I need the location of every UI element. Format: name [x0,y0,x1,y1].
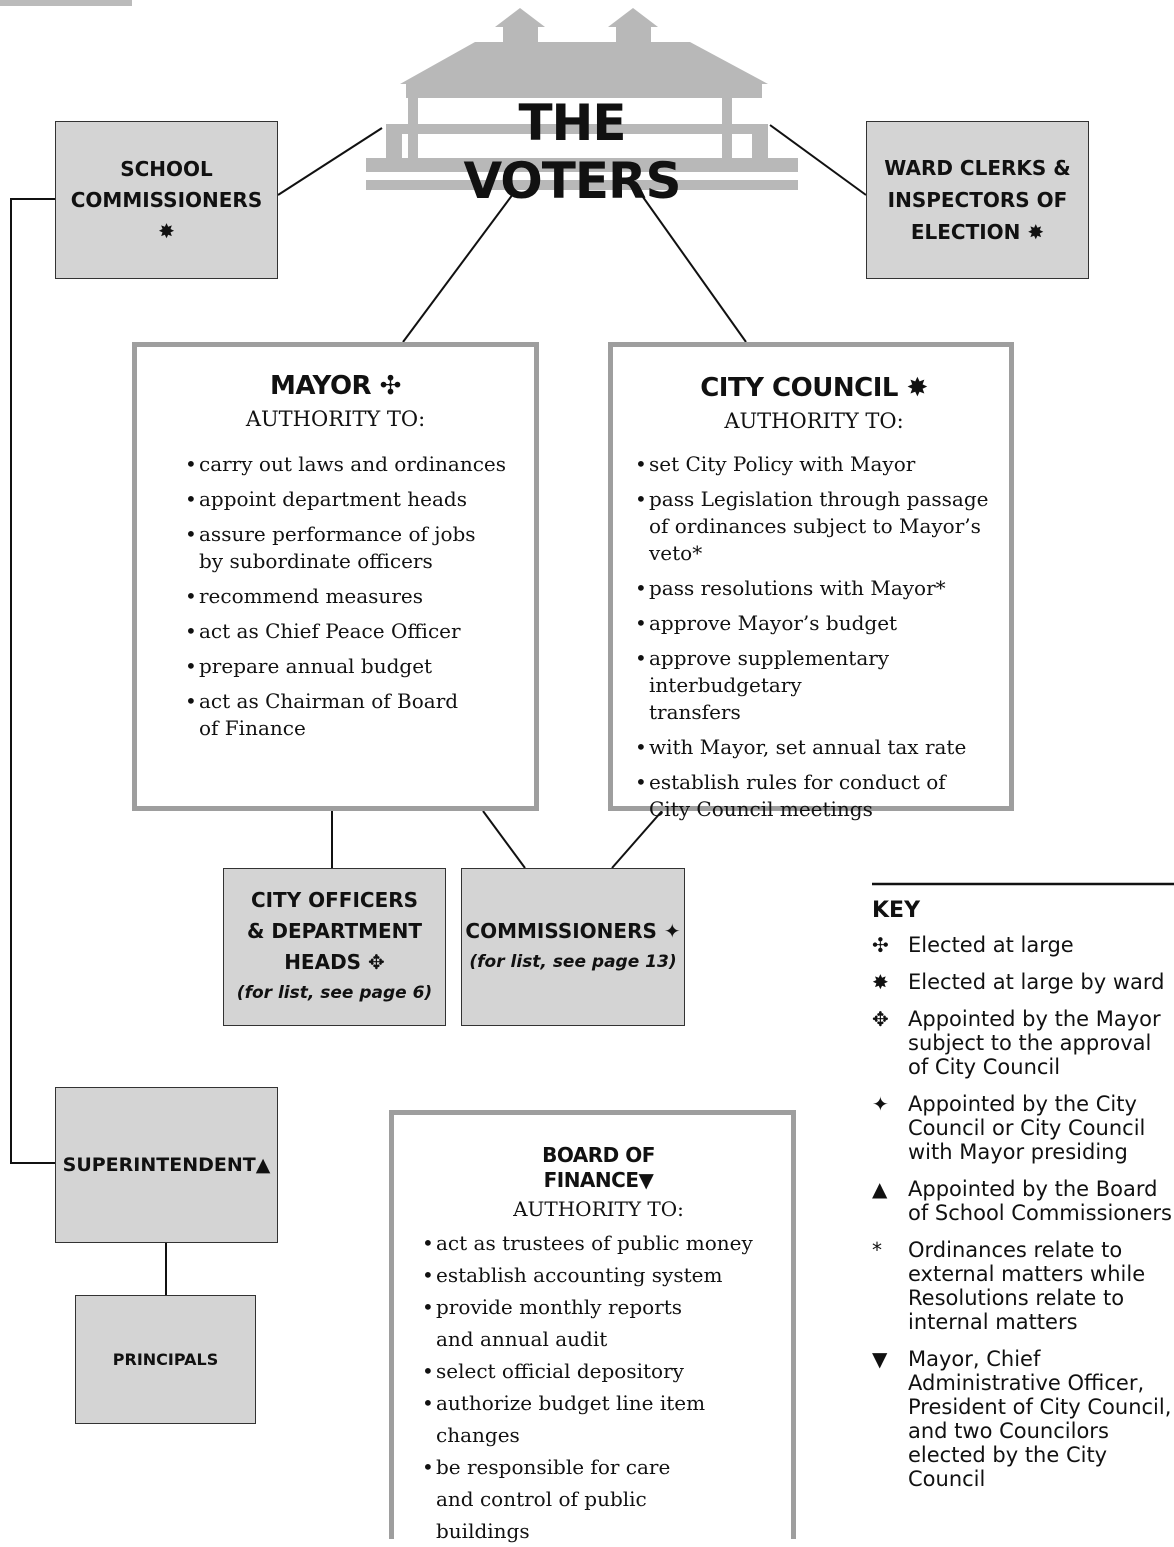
key-entry-text: Appointed by the Board of School Commiss… [908,1177,1172,1225]
city-council-box: CITY COUNCIL ✸ AUTHORITY TO: set City Po… [608,342,1014,821]
school-commissioners-label: SCHOOL COMMISSIONERS [70,156,263,212]
list-item: assure performance of jobs by subordinat… [185,521,499,575]
key-entry-text: Mayor, Chief Administrative Officer, Pre… [908,1347,1172,1491]
key-entry: ▼ Mayor, Chief Administrative Officer, P… [872,1347,1172,1491]
mayor-box: MAYOR ✣ AUTHORITY TO: carry out laws and… [132,342,539,811]
mayor-subtitle: AUTHORITY TO: [245,407,426,431]
board-of-finance-title-line2: FINANCE [543,1168,639,1192]
board-of-finance-title-line1: BOARD OF [542,1143,655,1167]
appointed-by-council-icon: ✦ [872,1092,889,1116]
board-of-finance-box: BOARD OF FINANCE▼ AUTHORITY TO: act as t… [389,1110,796,1543]
key-entry: ✣ Elected at large [872,933,1172,957]
superintendent-label: SUPERINTENDENT [62,1154,256,1176]
ward-clerks-box: WARD CLERKS & INSPECTORS OF ELECTION ✸ [866,121,1089,279]
elected-by-ward-icon: ✸ [872,970,889,994]
appointed-by-mayor-icon: ✥ [368,950,385,974]
city-officers-line1: CITY OFFICERS [250,888,419,912]
list-item: with Mayor, set annual tax rate [635,734,993,761]
key-entry-text: Elected at large [908,933,1074,957]
list-item: prepare annual budget [185,653,514,680]
list-item: authorize budget line item changes [422,1387,706,1451]
city-officers-line3: HEADS [284,950,362,974]
elected-by-ward-icon: ✸ [1027,220,1045,244]
key-entry-text: Appointed by the Mayor subject to the ap… [908,1007,1161,1079]
city-council-title: CITY COUNCIL ✸ [635,373,993,403]
school-commissioners-box: SCHOOL COMMISSIONERS ✸ [55,121,278,279]
list-item: approve Mayor’s budget [635,610,993,637]
voters-title: THE VOTERS [463,94,681,210]
mayor-title: MAYOR ✣ [157,371,514,401]
list-item: establish accounting system [422,1259,775,1291]
commissioners-label: COMMISSIONERS [465,919,657,943]
key-title: KEY [872,898,921,923]
key-entries: ✣ Elected at large ✸ Elected at large by… [872,933,1172,1491]
board-members-icon: ▼ [638,1168,654,1192]
appointed-by-school-board-icon: ▲ [255,1154,271,1176]
list-item: set City Policy with Mayor [635,451,993,478]
commissioners-note: (for list, see page 13) [469,952,677,972]
list-item: pass Legislation through passage of ordi… [635,486,993,567]
key-entry: ✸ Elected at large by ward [872,970,1172,994]
city-officers-box: CITY OFFICERS & DEPARTMENT HEADS ✥ (for … [223,868,446,1026]
corner-fragment [0,0,132,6]
key-entry: ✦ Appointed by the City Council or City … [872,1092,1172,1164]
list-item: pass resolutions with Mayor* [635,575,993,602]
list-item: be responsible for care and control of p… [422,1451,706,1547]
mayor-authority-list: carry out laws and ordinances appoint de… [185,451,514,742]
city-officers-note: (for list, see page 6) [236,983,433,1003]
key-entry: * Ordinances relate to external matters … [872,1238,1172,1334]
city-officers-line2: & DEPARTMENT [246,919,423,943]
board-members-icon: ▼ [872,1347,888,1371]
key-entry-text: Ordinances relate to external matters wh… [908,1238,1146,1334]
elected-by-ward-icon: ✸ [906,373,929,403]
list-item: select official depository [422,1355,775,1387]
commissioners-box: COMMISSIONERS ✦ (for list, see page 13) [461,868,685,1026]
list-item: provide monthly reports and annual audit [422,1291,726,1355]
mayor-title-text: MAYOR [270,371,372,401]
list-item: recommend measures [185,583,514,610]
elected-at-large-icon: ✣ [872,933,889,957]
principals-label: PRINCIPALS [112,1350,219,1369]
list-item: act as trustees of public money [422,1227,775,1259]
key-entry: ✥ Appointed by the Mayor subject to the … [872,1007,1172,1079]
appointed-by-mayor-icon: ✥ [872,1007,889,1031]
superintendent-box: SUPERINTENDENT▲ [55,1087,278,1243]
key-entry-text: Appointed by the City Council or City Co… [908,1092,1146,1164]
principals-box: PRINCIPALS [75,1295,256,1424]
elected-by-ward-icon: ✸ [158,218,175,243]
city-council-subtitle: AUTHORITY TO: [724,409,904,433]
key-entry: ▲ Appointed by the Board of School Commi… [872,1177,1172,1225]
city-council-authority-list: set City Policy with Mayor pass Legislat… [635,451,993,823]
list-item: act as Chief Peace Officer [185,618,514,645]
list-item: act as Chairman of Board of Finance [185,688,469,742]
list-item: carry out laws and ordinances [185,451,514,478]
list-item: approve supplementary interbudgetary tra… [635,645,899,726]
appointed-by-school-board-icon: ▲ [872,1177,888,1201]
elected-at-large-icon: ✣ [379,371,402,401]
ward-clerks-label: WARD CLERKS & INSPECTORS OF ELECTION [884,156,1071,244]
building-icon [366,8,798,190]
board-of-finance-subtitle: AUTHORITY TO: [513,1197,684,1221]
list-item: appoint department heads [185,486,514,513]
appointed-by-council-icon: ✦ [663,919,681,943]
asterisk-icon: * [872,1238,882,1262]
key-entry-text: Elected at large by ward [908,970,1165,994]
key-legend: KEY ✣ Elected at large ✸ Elected at larg… [872,898,1172,1504]
city-council-title-text: CITY COUNCIL [700,373,898,403]
board-of-finance-title: BOARD OF FINANCE▼ [422,1143,775,1193]
list-item: establish rules for conduct of City Coun… [635,769,949,823]
board-of-finance-authority-list: act as trustees of public money establis… [422,1227,775,1547]
